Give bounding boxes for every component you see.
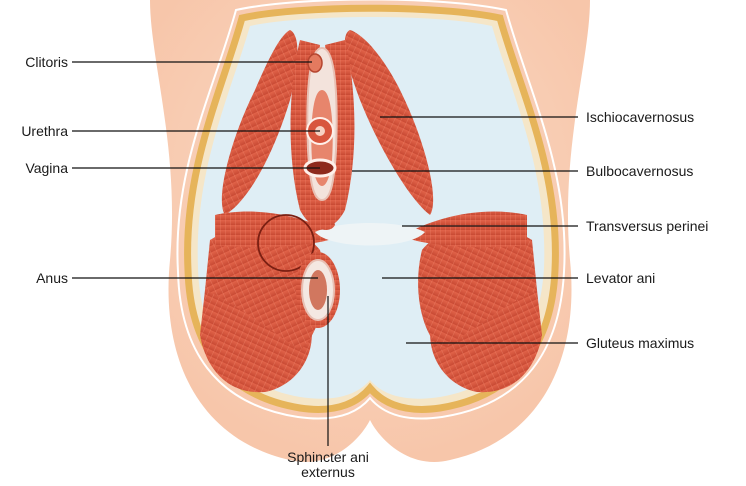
label-anus: Anus <box>36 270 68 286</box>
label-sphincter-line2: externus <box>268 465 388 480</box>
label-levator-ani: Levator ani <box>586 270 655 286</box>
label-transversus-perinei: Transversus perinei <box>586 218 708 234</box>
label-bulbocavernosus: Bulbocavernosus <box>586 163 693 179</box>
label-vagina: Vagina <box>25 160 68 176</box>
label-clitoris: Clitoris <box>25 54 68 70</box>
anus-shape <box>309 270 327 310</box>
clitoris-shape <box>308 54 322 72</box>
label-urethra: Urethra <box>21 123 68 139</box>
label-sphincter-line1: Sphincter ani <box>268 450 388 465</box>
label-ischiocavernosus: Ischiocavernosus <box>586 109 694 125</box>
label-gluteus-maximus: Gluteus maximus <box>586 335 694 351</box>
label-sphincter-ani-externus: Sphincter ani externus <box>268 450 388 480</box>
